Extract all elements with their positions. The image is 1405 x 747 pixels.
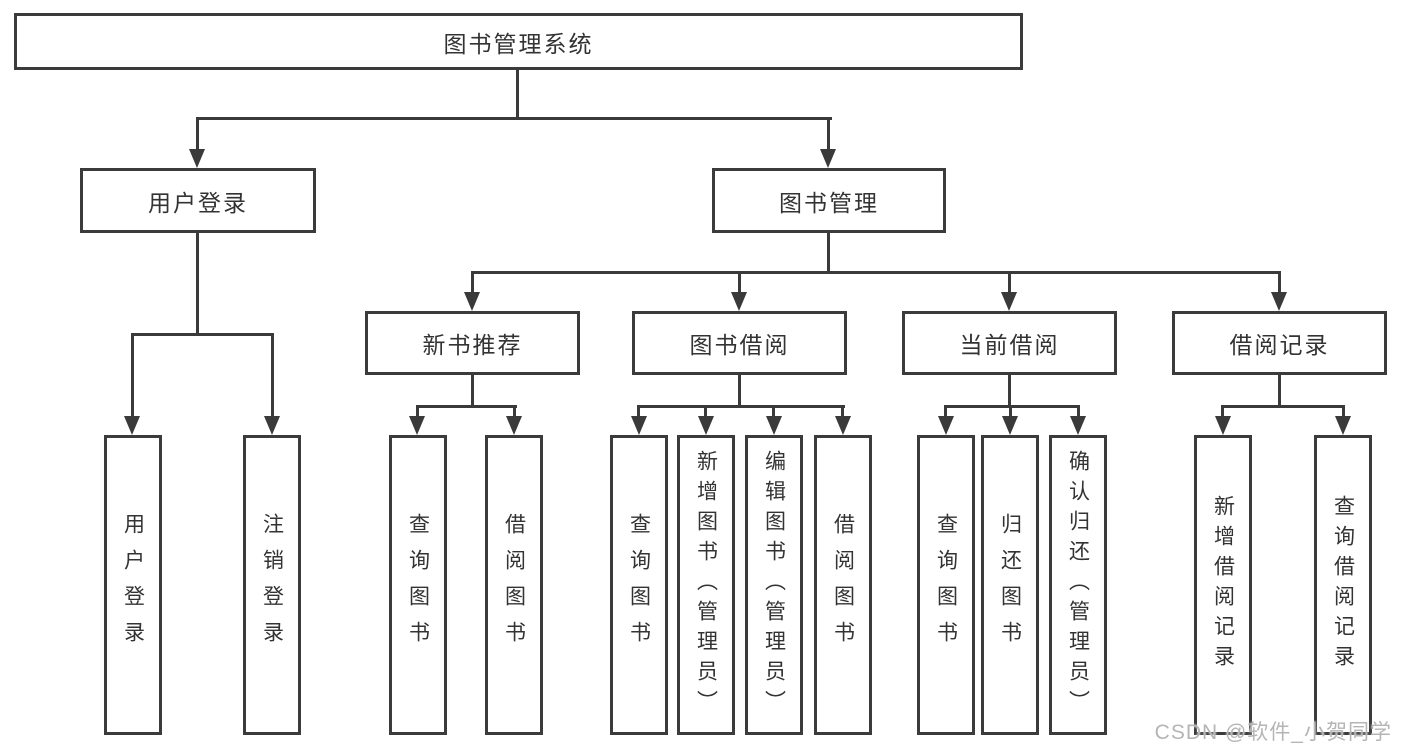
node-borrow-records: 借阅记录 [1172,311,1387,375]
leaf-query-books-borrowing: 查询图书 [610,435,668,735]
node-book-borrowing: 图书借阅 [632,311,847,375]
leaf-confirm-return-admin: 确认归还（管理员） [1049,435,1107,735]
connector-leaf-query-current-drop [944,405,947,418]
connector-records-bar [1221,405,1345,408]
node-root: 图书管理系统 [14,13,1023,70]
node-user-login: 用户登录 [80,168,316,233]
connector-leaf-logout-drop [271,333,274,417]
arrowhead-leaf-borrow-books-icon [835,416,851,435]
arrowhead-user-login-icon [189,149,205,168]
leaf-query-books-recommend-label: 查询图书 [406,513,430,657]
arrowhead-leaf-add-book-icon [698,416,714,435]
connector-leaf-query-rec-drop [416,405,419,418]
leaf-query-borrow-record: 查询借阅记录 [1314,435,1372,735]
node-book-borrowing-label: 图书借阅 [689,332,790,358]
connector-leaf-query-record-drop [1342,405,1345,418]
node-current-borrowing-label: 当前借阅 [959,332,1060,358]
leaf-edit-book-admin: 编辑图书（管理员） [745,435,803,735]
connector-leaf-query-borrowing-drop [637,405,640,418]
leaf-borrow-books: 借阅图书 [814,435,872,735]
leaf-add-borrow-record: 新增借阅记录 [1194,435,1252,735]
connector-leaf-confirm-return-drop [1077,405,1080,418]
leaf-confirm-return-admin-label: 确认归还（管理员） [1066,450,1090,720]
arrowhead-leaf-logout-icon [264,416,280,435]
connector-leaf-edit-book-drop [772,405,775,418]
leaf-edit-book-admin-label: 编辑图书（管理员） [762,450,786,720]
connector-borrowing-stem [738,375,741,407]
connector-user-login-stem [196,233,199,335]
leaf-add-book-admin-label: 新增图书（管理员） [694,450,718,720]
connector-new-rec-drop [471,271,474,293]
leaf-add-borrow-record-label: 新增借阅记录 [1211,495,1235,675]
arrowhead-leaf-query-record-icon [1335,416,1351,435]
leaf-borrow-books-label: 借阅图书 [831,513,855,657]
node-book-management-label: 图书管理 [779,189,879,216]
leaf-return-book: 归还图书 [981,435,1039,735]
leaf-return-book-label: 归还图书 [998,513,1022,657]
connector-level3-bar [471,271,1281,274]
connector-records-stem [1278,375,1281,407]
leaf-query-books-current: 查询图书 [917,435,975,735]
leaf-logout: 注销登录 [243,435,301,735]
connector-leaf-borrow-books-drop [841,405,844,418]
leaf-borrow-books-recommend-label: 借阅图书 [502,513,526,657]
csdn-watermark: CSDN @软件_小贺同学 [1154,721,1392,744]
leaf-query-borrow-record-label: 查询借阅记录 [1331,495,1355,675]
arrowhead-leaf-add-record-icon [1215,416,1231,435]
node-borrow-records-label: 借阅记录 [1229,332,1330,358]
connector-book-mgmt-stem [827,233,830,273]
connector-book-mgmt-drop [827,117,830,150]
connector-new-rec-bar [416,405,517,408]
arrowhead-leaf-borrow-rec-icon [506,416,522,435]
arrowhead-leaf-user-login-icon [124,416,140,435]
node-user-login-label: 用户登录 [148,189,248,216]
arrowhead-leaf-query-current-icon [938,416,954,435]
connector-leaf-add-book-drop [704,405,707,418]
connector-borrowing-bar [637,405,845,408]
arrowhead-leaf-return-icon [1002,416,1018,435]
arrowhead-new-rec-icon [464,292,480,311]
arrowhead-leaf-confirm-return-icon [1070,416,1086,435]
arrowhead-leaf-query-rec-icon [409,416,425,435]
node-new-book-recommend-label: 新书推荐 [422,332,523,358]
connector-records-drop [1278,271,1281,293]
leaf-query-books-current-label: 查询图书 [934,513,958,657]
arrowhead-records-icon [1271,292,1287,311]
connector-level2-bar [196,117,832,120]
node-new-book-recommend: 新书推荐 [365,311,580,375]
connector-new-rec-stem [471,375,474,407]
arrowhead-book-mgmt-icon [820,149,836,168]
connector-user-login-drop [196,117,199,150]
connector-leaf-return-drop [1009,405,1012,418]
connector-user-login-bar [131,333,274,336]
arrowhead-leaf-edit-book-icon [766,416,782,435]
connector-root-stem [516,70,519,118]
node-root-label: 图书管理系统 [443,30,594,57]
leaf-query-books-recommend: 查询图书 [389,435,447,735]
connector-leaf-borrow-rec-drop [513,405,516,418]
arrowhead-borrowing-icon [731,292,747,311]
leaf-add-book-admin: 新增图书（管理员） [677,435,735,735]
leaf-borrow-books-recommend: 借阅图书 [485,435,543,735]
connector-borrowing-drop [738,271,741,293]
leaf-user-login: 用户登录 [104,435,162,735]
node-book-management: 图书管理 [712,168,946,233]
connector-current-drop [1008,271,1011,293]
connector-current-bar [944,405,1080,408]
arrowhead-leaf-query-borrowing-icon [631,416,647,435]
leaf-logout-label: 注销登录 [260,513,284,657]
node-current-borrowing: 当前借阅 [902,311,1117,375]
arrowhead-current-icon [1001,292,1017,311]
connector-leaf-user-login-drop [131,333,134,417]
connector-leaf-add-record-drop [1221,405,1224,418]
leaf-query-books-borrowing-label: 查询图书 [627,513,651,657]
leaf-user-login-label: 用户登录 [121,513,145,657]
connector-current-stem [1008,375,1011,407]
